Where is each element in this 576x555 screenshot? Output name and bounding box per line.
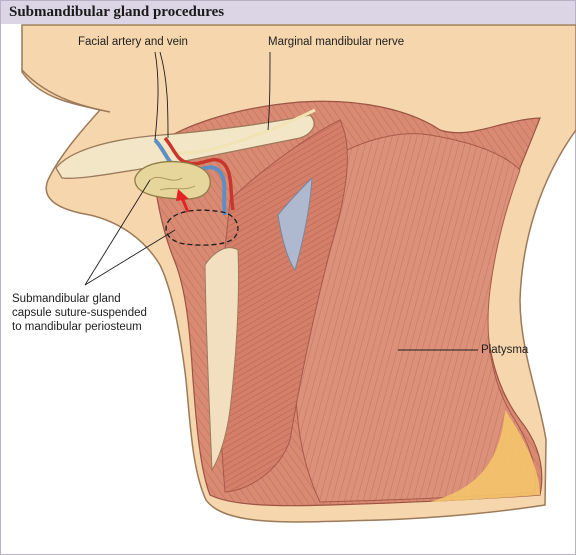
label-gland-line3: to mandibular periosteum	[12, 321, 142, 333]
fat-border	[430, 410, 540, 502]
leader-marginal-nerve	[267, 51, 271, 131]
facial-artery	[163, 136, 235, 211]
deep-groove	[277, 176, 313, 272]
label-facial-vessels: Facial artery and vein	[78, 36, 188, 48]
leader-facial-vessels	[154, 51, 169, 141]
gland-lobules	[149, 176, 196, 191]
suspension-arrow-head	[176, 189, 189, 201]
gland-original-position	[165, 209, 239, 246]
label-marginal-nerve: Marginal mandibular nerve	[268, 36, 405, 48]
figure-title: Submandibular gland procedures	[9, 4, 225, 20]
tendon-strip	[204, 247, 240, 472]
label-platysma: Platysma	[481, 344, 529, 356]
suspension-arrow-shaft	[180, 197, 190, 213]
label-gland-line2: capsule suture-suspended	[12, 307, 147, 319]
marginal-mandibular-nerve	[159, 108, 316, 155]
leader-gland-1	[84, 179, 151, 286]
chin-shading	[21, 69, 111, 113]
title-bar: Submandibular gland procedures	[1, 1, 575, 24]
label-gland-line1: Submandibular gland	[12, 293, 121, 305]
leader-gland-2	[84, 229, 176, 286]
